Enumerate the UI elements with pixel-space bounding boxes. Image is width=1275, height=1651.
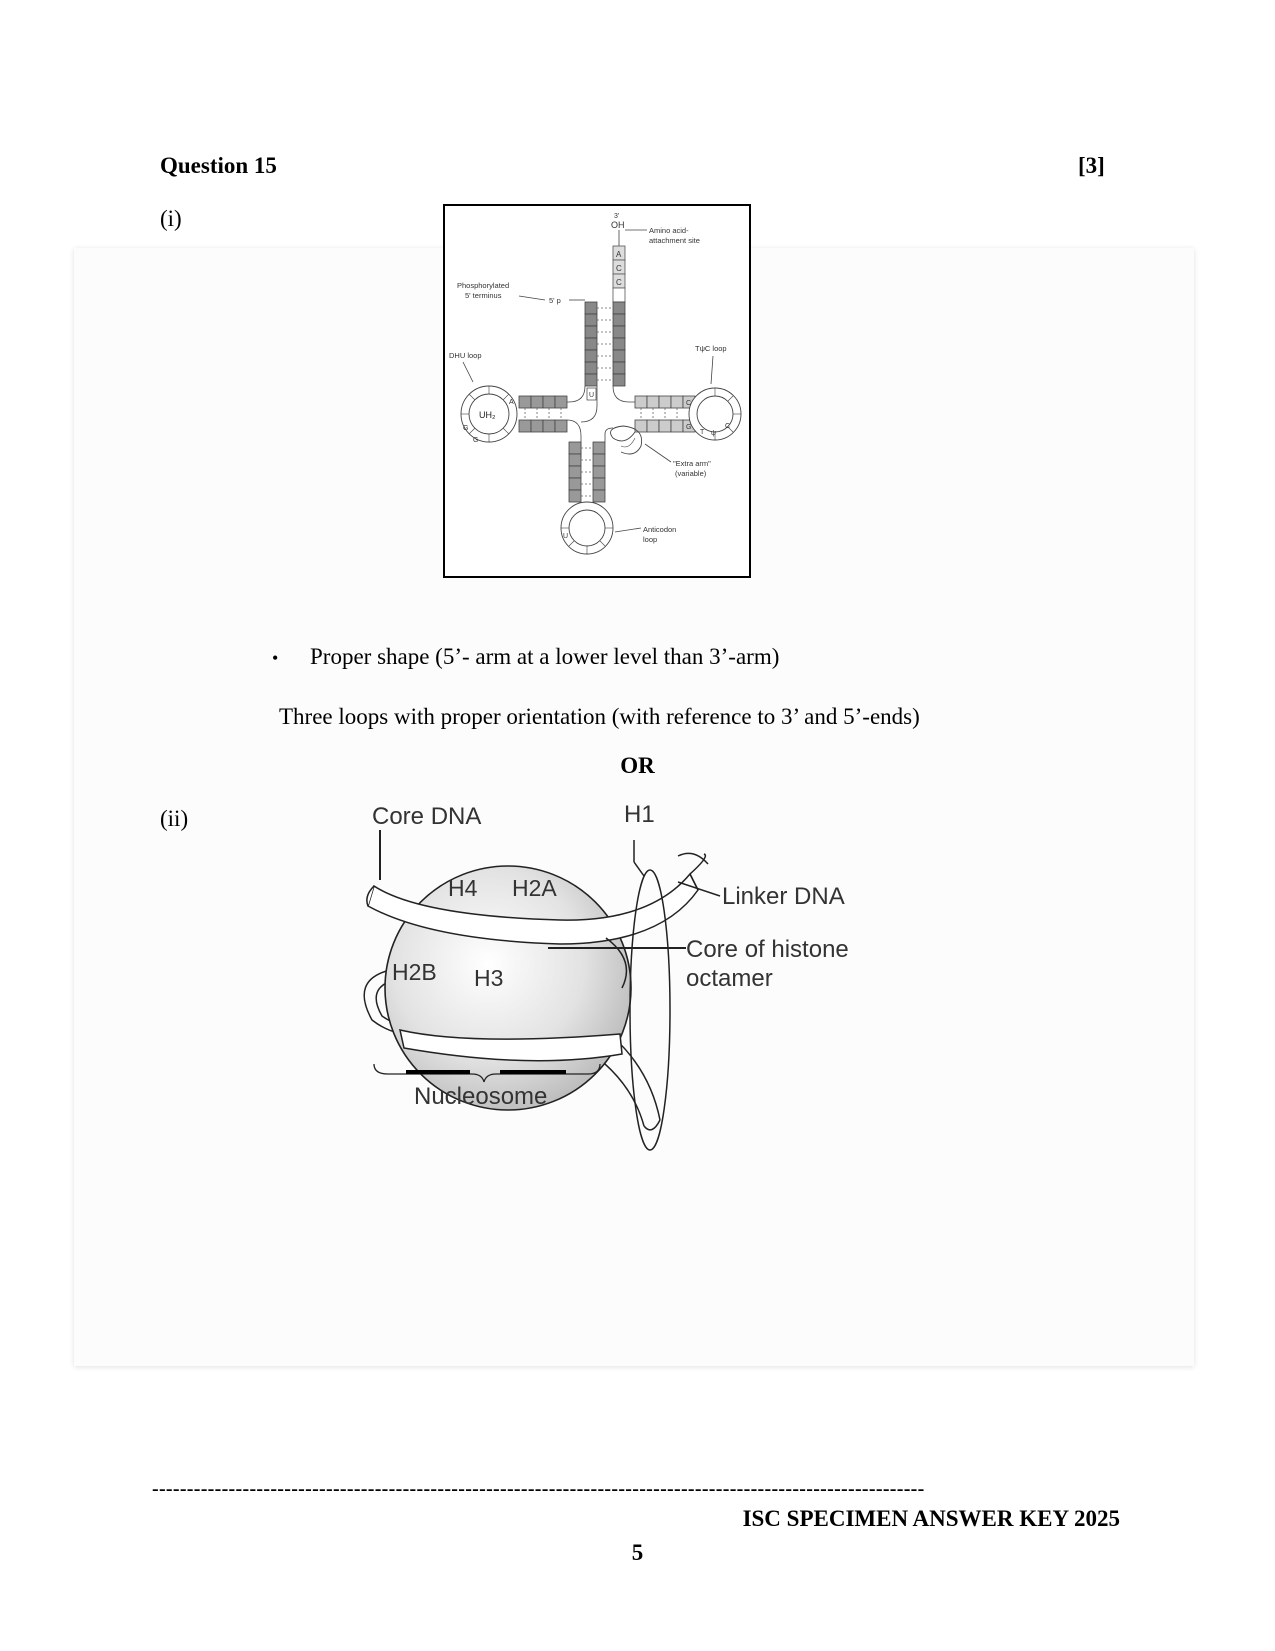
nucleosome-label: Nucleosome [414, 1083, 547, 1110]
acc-c1: C [616, 264, 622, 273]
h3-label: H3 [474, 965, 503, 991]
octamer-label: octamer [686, 965, 773, 992]
part-i-label: (i) [160, 206, 182, 231]
trna-diagram: A C C [443, 204, 751, 578]
svg-text:C: C [725, 423, 730, 430]
svg-text:ψ: ψ [711, 430, 716, 437]
svg-text:5' terminus: 5' terminus [465, 291, 502, 300]
svg-text:G: G [473, 437, 478, 444]
svg-text:attachment site: attachment site [649, 236, 700, 245]
footer-title: ISC SPECIMEN ANSWER KEY 2025 [742, 1506, 1120, 1531]
criteria-text-1: Proper shape (5’- arm at a lower level t… [310, 644, 780, 669]
h2b-label: H2B [392, 959, 437, 985]
svg-text:G: G [686, 424, 691, 431]
criteria-point-2: Three loops with proper orientation (wit… [279, 704, 920, 729]
svg-text:5' p: 5' p [549, 296, 561, 305]
svg-text:(variable): (variable) [675, 469, 707, 478]
svg-text:U: U [563, 533, 568, 540]
svg-text:Amino acid-: Amino acid- [649, 226, 689, 235]
svg-text:OH: OH [611, 220, 625, 230]
page-number: 5 [631, 1540, 644, 1565]
svg-text:Anticodon: Anticodon [643, 525, 676, 534]
h1-label: H1 [624, 801, 655, 828]
svg-text:loop: loop [643, 535, 657, 544]
or-separator: OR [620, 753, 655, 778]
bullet-icon: • [272, 648, 279, 668]
nucleosome-diagram: Core DNA H1 H4 H2A H2B H3 Linker DNA Cor… [360, 801, 920, 1170]
svg-text:3': 3' [614, 213, 619, 220]
footer-rule: ----------------------------------------… [152, 1478, 925, 1500]
part-ii-label: (ii) [160, 806, 189, 831]
acc-a: A [616, 250, 622, 259]
question-title: Question 15 [160, 153, 277, 178]
svg-text:"Extra arm": "Extra arm" [673, 459, 711, 468]
svg-text:U: U [589, 392, 594, 399]
svg-text:TψC loop: TψC loop [695, 344, 727, 353]
svg-text:G: G [463, 425, 468, 432]
svg-text:DHU loop: DHU loop [449, 351, 482, 360]
core-histone-label: Core of histone [686, 936, 849, 963]
svg-text:T: T [700, 429, 705, 436]
linker-dna-label: Linker DNA [722, 883, 845, 910]
svg-text:Phosphorylated: Phosphorylated [457, 281, 509, 290]
svg-text:A: A [509, 399, 514, 406]
acc-c2: C [616, 278, 622, 287]
h4-label: H4 [448, 875, 478, 901]
core-dna-label: Core DNA [372, 803, 481, 830]
criteria-point-1: • Proper shape (5’- arm at a lower level… [272, 644, 779, 670]
svg-text:C: C [686, 400, 691, 407]
question-marks: [3] [1078, 153, 1105, 178]
h2a-label: H2A [512, 875, 557, 901]
svg-text:UH₂: UH₂ [479, 410, 496, 420]
